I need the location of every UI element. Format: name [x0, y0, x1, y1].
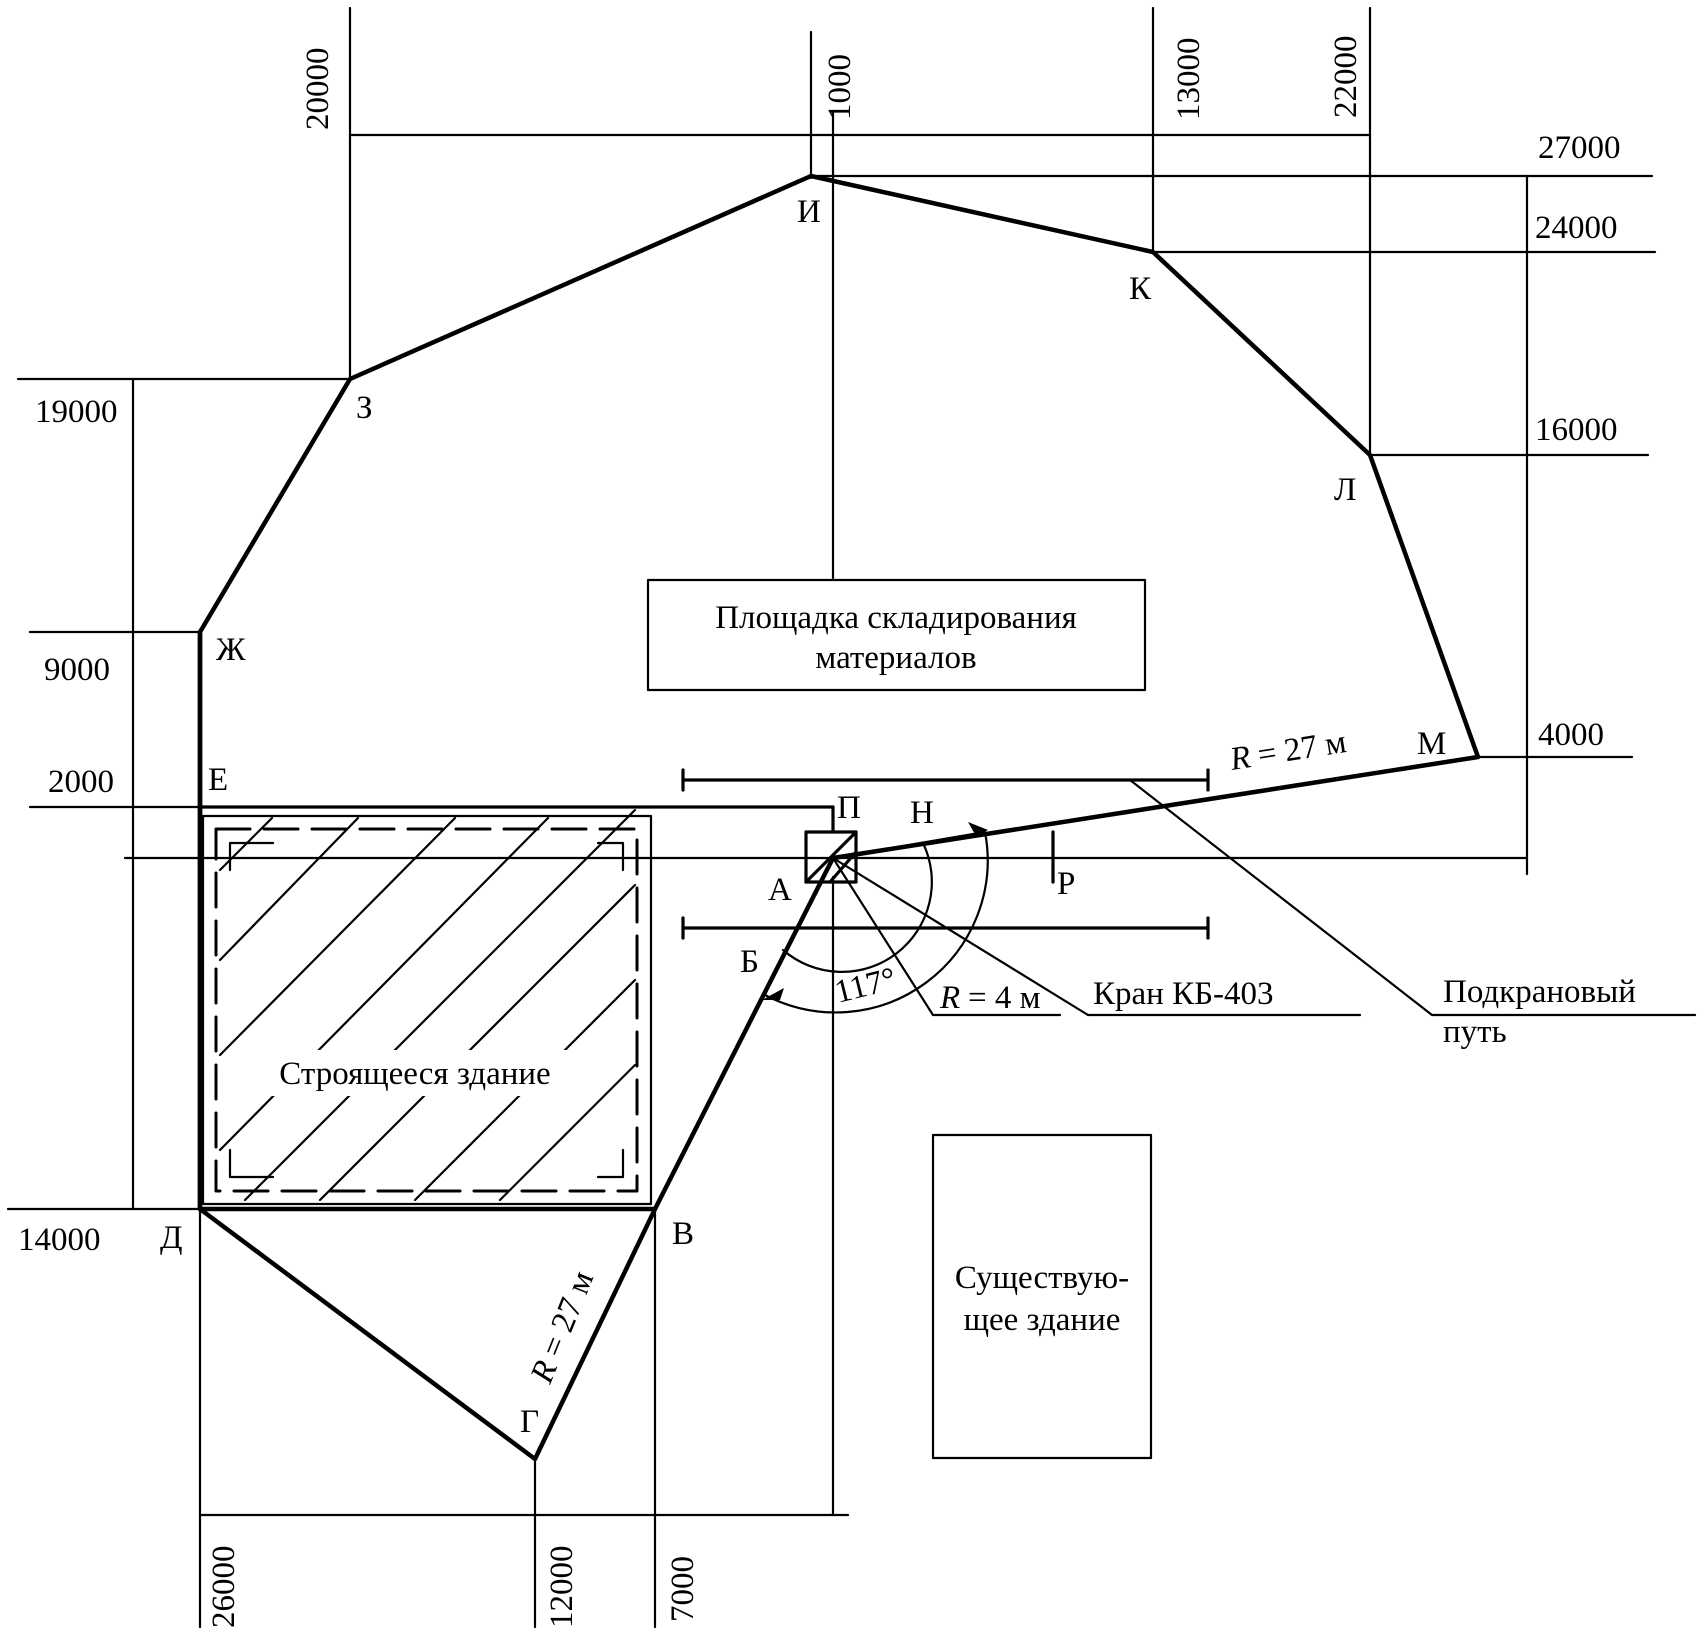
- building-label-bg: [250, 1050, 575, 1096]
- existing-building-box: [931, 1133, 1153, 1460]
- dim-bottom-7000: 7000: [665, 1556, 701, 1622]
- crane: [762, 822, 1362, 1017]
- crane-label: Кран КБ-403: [1093, 976, 1274, 1012]
- radius-value-upper: = 27 м: [1255, 724, 1349, 773]
- crane-track-leader: [1128, 778, 1434, 1017]
- radius-symbol-lower: R: [524, 1356, 565, 1389]
- crane-arc-small: [781, 841, 933, 973]
- existing-building-label-line1: Существую-: [955, 1260, 1129, 1296]
- point-label-p: П: [837, 790, 861, 826]
- dim-left-2000: 2000: [48, 764, 114, 800]
- point-labels: З И К Л М Ж Е П Н А Р Б В Д Г: [160, 194, 1446, 1440]
- storage-area-box: [646, 578, 1147, 692]
- point-label-d: Д: [160, 1220, 183, 1256]
- point-label-m: М: [1417, 726, 1446, 762]
- radius-symbol-upper: R: [1227, 739, 1254, 778]
- point-label-k: К: [1129, 271, 1152, 307]
- dim-right-16000: 16000: [1535, 412, 1618, 448]
- dim-top-22000: 22000: [1328, 36, 1364, 119]
- point-label-a: А: [768, 872, 792, 908]
- arc-arrow-b: [762, 988, 784, 1000]
- building-inner-corner-tl: [228, 841, 275, 872]
- radius-label-lower: R = 27 м: [524, 1266, 602, 1389]
- storage-area-label-line2: материалов: [815, 640, 976, 676]
- point-label-b: Б: [740, 944, 759, 980]
- building-under-construction: Строящееся здание: [201, 808, 653, 1206]
- dim-top-13000: 13000: [1171, 38, 1207, 121]
- existing-building-label-line2: щее здание: [964, 1302, 1121, 1338]
- radius-value-lower: = 27 м: [535, 1266, 602, 1362]
- point-label-l: Л: [1334, 472, 1356, 508]
- building-dashed-outline: [214, 827, 639, 1193]
- dim-left-9000: 9000: [44, 652, 110, 688]
- dim-left-19000: 19000: [35, 394, 118, 430]
- crane-track-label-line1: Подкрановый: [1443, 974, 1636, 1010]
- storage-area-label-line1: Площадка складирования: [715, 600, 1077, 636]
- building-inner-corner-bl: [228, 1148, 275, 1179]
- building-inner-corner-tr: [596, 841, 625, 872]
- radius-symbol-small: R: [939, 980, 960, 1016]
- point-label-z: З: [356, 390, 373, 426]
- radius-value-small: = 4 м: [968, 980, 1041, 1016]
- building-inner-corner-br: [596, 1148, 625, 1179]
- dimension-values: 20000 1000 13000 22000 27000 24000 16000…: [18, 36, 1621, 1629]
- building-under-construction-label: Строящееся здание: [279, 1056, 550, 1092]
- dim-top-1000: 1000: [822, 54, 858, 120]
- dim-top-20000: 20000: [300, 48, 336, 131]
- point-label-r: Р: [1057, 866, 1075, 902]
- point-label-e: Е: [208, 762, 228, 798]
- crane-base-diagonal-1: [804, 830, 858, 884]
- radius-label-upper: R = 27 м: [1227, 724, 1349, 778]
- point-label-n: Н: [910, 795, 934, 831]
- dim-left-14000: 14000: [18, 1222, 101, 1258]
- building-outer-outline: [201, 814, 653, 1206]
- point-label-g: Г: [520, 1404, 539, 1440]
- dim-right-24000: 24000: [1535, 210, 1618, 246]
- working-zone-boundary: [197, 173, 1481, 1462]
- arc-arrow-n: [968, 822, 988, 836]
- crane-arc-large: [763, 830, 989, 1014]
- building-hatching: [218, 808, 637, 1202]
- dim-right-4000: 4000: [1538, 717, 1604, 753]
- crane-ray-to-m: [831, 830, 987, 860]
- point-label-zh: Ж: [216, 632, 246, 668]
- dim-bottom-12000: 12000: [544, 1546, 580, 1629]
- point-label-v: В: [672, 1216, 694, 1252]
- crane-ray-to-label: [831, 856, 1090, 1017]
- point-label-i: И: [797, 194, 821, 230]
- dim-bottom-26000: 26000: [206, 1546, 242, 1629]
- crane-base-diagonal-2: [828, 850, 858, 884]
- dim-right-27000: 27000: [1538, 130, 1621, 166]
- crane-track-label-line2: путь: [1443, 1014, 1507, 1050]
